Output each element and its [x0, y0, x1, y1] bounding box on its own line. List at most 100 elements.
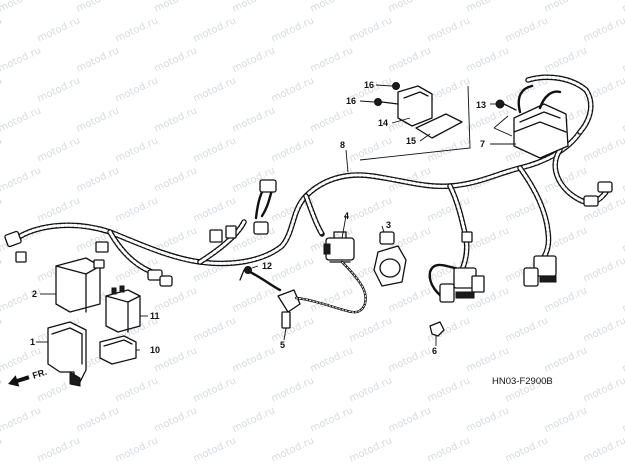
watermark-text: motod.ru [114, 15, 160, 44]
watermark-text: motod.ru [621, 105, 625, 134]
watermark-text: motod.ru [621, 285, 625, 314]
watermark-text: motod.ru [348, 435, 394, 464]
callout-10: 10 [150, 345, 160, 355]
watermark-text: motod.ru [0, 15, 4, 44]
figure-revision: B [546, 376, 552, 387]
watermark-text: motod.ru [192, 195, 238, 224]
figure-reference-code: HN03-F2900 [492, 376, 546, 387]
watermark-text: motod.ru [582, 15, 625, 44]
watermark-text: motod.ru [192, 135, 238, 164]
watermark-text: motod.ru [621, 45, 625, 74]
watermark-text: motod.ru [543, 345, 589, 374]
watermark-text: motod.ru [114, 195, 160, 224]
watermark-text: motod.ru [75, 405, 121, 434]
direction-label: FR. [31, 367, 48, 381]
watermark-text: motod.ru [192, 375, 238, 404]
watermark-text: motod.ru [36, 435, 82, 464]
watermark-text: motod.ru [0, 195, 4, 224]
wire-harness [11, 74, 609, 277]
watermark-text: motod.ru [0, 135, 4, 164]
figure-reference: HN03-F2900B [492, 376, 553, 387]
part-1-cover [47, 321, 87, 387]
watermark-text: motod.ru [231, 0, 277, 15]
watermark-text: motod.ru [153, 0, 199, 15]
watermark-text: motod.ru [231, 345, 277, 374]
watermark-text: motod.ru [582, 135, 625, 164]
watermark-text: motod.ru [621, 0, 625, 15]
watermark-text: motod.ru [426, 435, 472, 464]
watermark-text: motod.ru [114, 375, 160, 404]
watermark-text: motod.ru [504, 435, 550, 464]
part-3-component [373, 231, 407, 287]
callout-1: 1 [30, 337, 35, 347]
part-10-cover [99, 335, 137, 365]
watermark-text: motod.ru [270, 15, 316, 44]
watermark-text: motod.ru [426, 195, 472, 224]
callout-6: 6 [432, 346, 437, 356]
watermark-text: motod.ru [231, 45, 277, 74]
watermark-text: motod.ru [582, 375, 625, 404]
front-direction-arrow: FR. [8, 367, 48, 387]
watermark-text: motod.ru [543, 405, 589, 434]
watermark-text: motod.ru [270, 255, 316, 284]
watermark-text: motod.ru [387, 285, 433, 314]
watermark-text: motod.ru [75, 165, 121, 194]
part-12-bolt [239, 266, 282, 292]
watermark-text: motod.ru [387, 405, 433, 434]
watermark-text: motod.ru [426, 375, 472, 404]
watermark-text: motod.ru [309, 0, 355, 15]
part-5-plug-cap [277, 260, 367, 329]
callout-5: 5 [280, 340, 285, 350]
watermark-text: motod.ru [582, 315, 625, 344]
watermark-text: motod.ru [270, 435, 316, 464]
watermark-text: motod.ru [621, 165, 625, 194]
watermark-text: motod.ru [465, 345, 511, 374]
harness-connectors-left [4, 179, 277, 287]
watermark-text: motod.ru [231, 285, 277, 314]
watermark-text: motod.ru [621, 225, 625, 254]
watermark-text: motod.ru [231, 105, 277, 134]
watermark-text: motod.ru [36, 135, 82, 164]
watermark-text: motod.ru [309, 105, 355, 134]
watermark-text: motod.ru [36, 15, 82, 44]
callout-15: 15 [406, 136, 416, 146]
callout-13: 13 [476, 100, 486, 110]
watermark-text: motod.ru [426, 15, 472, 44]
watermark-text: motod.ru [231, 405, 277, 434]
watermark-text: motod.ru [153, 45, 199, 74]
watermark-text: motod.ru [75, 105, 121, 134]
watermark-text: motod.ru [621, 405, 625, 434]
watermark-text: motod.ru [0, 405, 43, 434]
watermark-text: motod.ru [387, 45, 433, 74]
watermark-text: motod.ru [543, 45, 589, 74]
watermark-text: motod.ru [465, 0, 511, 15]
watermark-text: motod.ru [192, 315, 238, 344]
part-11-module [105, 285, 141, 333]
part-4-ignition-coil [323, 231, 355, 263]
watermark-text: motod.ru [387, 0, 433, 15]
watermark-text: motod.ru [309, 45, 355, 74]
part-14-15-16-group [359, 82, 471, 161]
callout-16-upper: 16 [364, 80, 374, 90]
watermark-text: motod.ru [543, 285, 589, 314]
watermark-text: motod.ru [582, 435, 625, 464]
callout-3: 3 [386, 220, 391, 230]
watermark-text: motod.ru [114, 135, 160, 164]
watermark-text: motod.ru [153, 165, 199, 194]
callout-11: 11 [150, 311, 160, 321]
watermark-text: motod.ru [348, 135, 394, 164]
callout-12: 12 [262, 261, 272, 271]
watermark-text: motod.ru [36, 75, 82, 104]
harness-connectors-right [428, 181, 613, 303]
watermark-text: motod.ru [75, 45, 121, 74]
watermark-text: motod.ru [465, 405, 511, 434]
watermark-text: motod.ru [153, 285, 199, 314]
watermark-text: motod.ru [0, 45, 43, 74]
watermark-text: motod.ru [348, 15, 394, 44]
callout-14: 14 [378, 118, 388, 128]
watermark-text: motod.ru [387, 345, 433, 374]
watermark-text: motod.ru [114, 435, 160, 464]
